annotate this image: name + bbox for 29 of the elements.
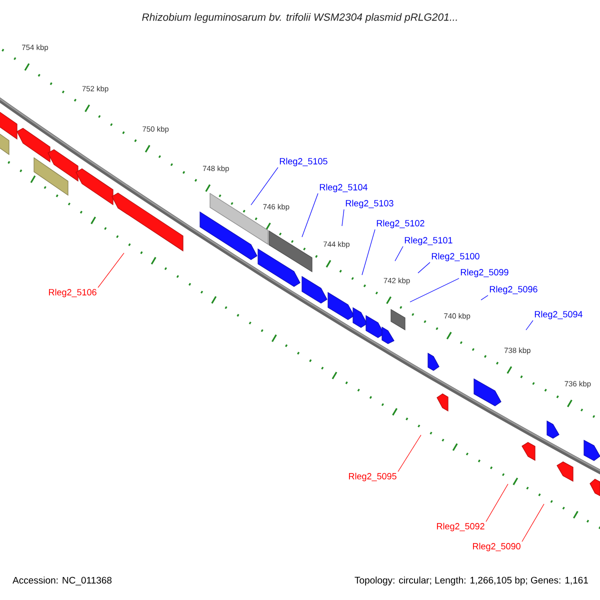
gene-label: Rleg2_5099 (460, 268, 508, 278)
leader-line (410, 278, 460, 302)
gene-label: Rleg2_5103 (346, 200, 394, 208)
leader-line (302, 193, 318, 238)
footer-text: Accession: NC_011368 (12, 576, 112, 586)
leader-line (250, 167, 278, 206)
gene-label: Rleg2_5092 (437, 522, 484, 532)
gene-label: Rleg2_5104 (320, 184, 368, 192)
leader-line (522, 504, 544, 542)
leader-line (398, 434, 422, 472)
leader-line (394, 246, 404, 262)
gene-label: Rleg2_5102 (376, 220, 424, 228)
gene-label: Rleg2_5095 (349, 472, 396, 482)
gene-label: Rleg2_5100 (432, 252, 480, 262)
title: Rhizobium leguminosarum bv. trifolii WSM2304 plasmid pRLG201... (142, 13, 457, 23)
leader-line (480, 295, 488, 300)
leader-line (418, 262, 430, 274)
leader-line (362, 229, 376, 276)
leader-line (98, 252, 124, 288)
leader-line (526, 320, 534, 330)
gene-label: Rleg2_5090 (473, 542, 520, 552)
leader-line (486, 484, 508, 522)
gene-label: Rleg2_5105 (280, 158, 328, 166)
gene-label: Rleg2_5096 (490, 286, 538, 294)
gene-label: Rleg2_5106 (49, 288, 96, 298)
gene-label: Rleg2_5101 (404, 236, 452, 246)
footer-text: Topology: circular; Length: 1,266,105 bp; Genes: 1,161 (354, 576, 588, 586)
leader-line (342, 209, 344, 226)
gene-label: Rleg2_5094 (534, 310, 582, 320)
